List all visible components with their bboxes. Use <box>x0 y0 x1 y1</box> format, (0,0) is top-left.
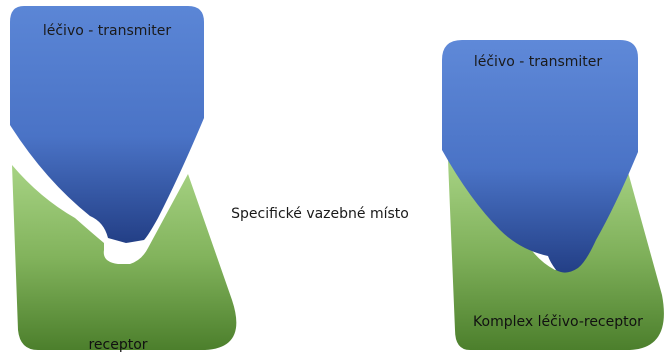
right-drug-label: léčivo - transmiter <box>474 54 603 70</box>
left-receptor-shape <box>12 165 237 350</box>
left-drug-shape <box>10 6 204 243</box>
left-drug-label: léčivo - transmiter <box>43 23 172 39</box>
right-receptor-shape <box>448 160 664 350</box>
right-drug-shape <box>442 40 638 273</box>
complex-label: Komplex léčivo-receptor <box>473 314 643 330</box>
left-receptor-label: receptor <box>88 337 147 353</box>
binding-site-label: Specifické vazebné místo <box>231 206 409 222</box>
